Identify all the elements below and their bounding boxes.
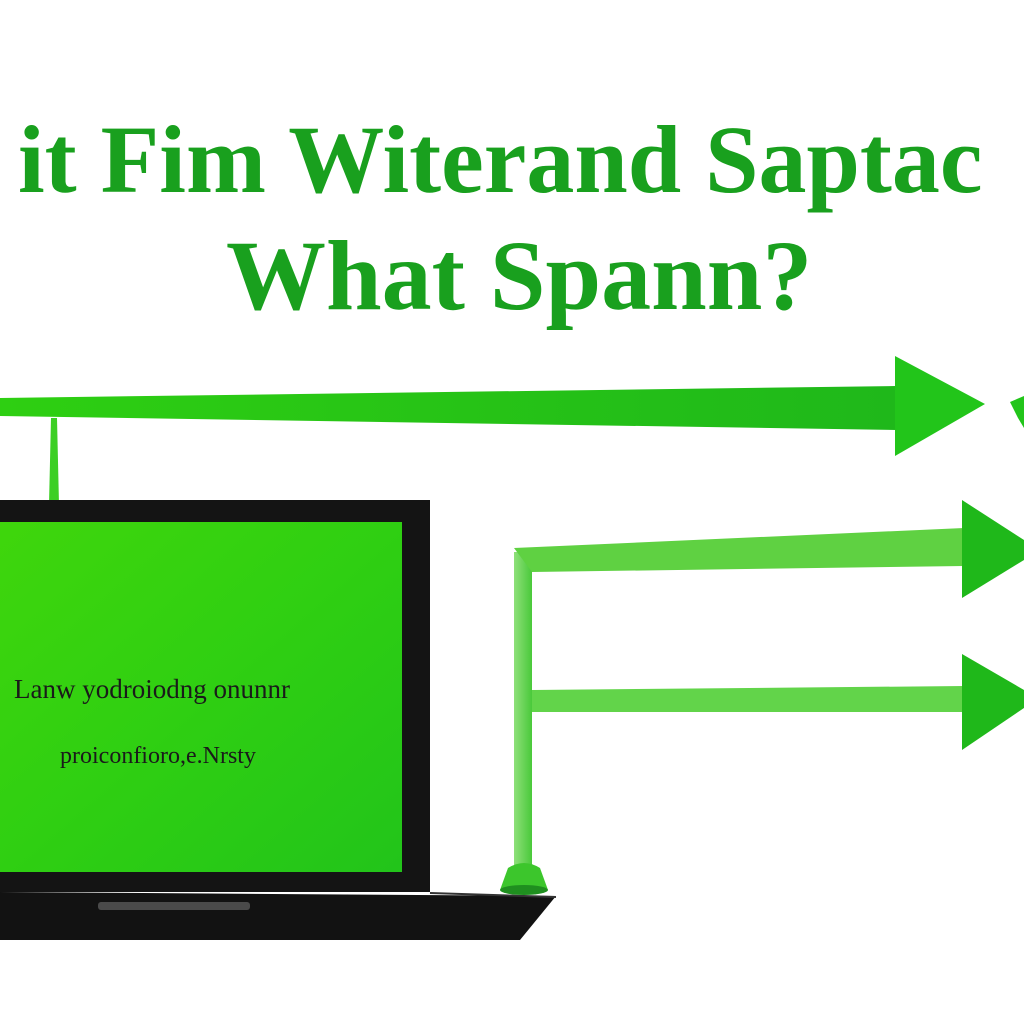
laptop-base (0, 892, 556, 940)
lower-branch-shaft (532, 686, 964, 712)
vertical-pipe (514, 552, 532, 872)
partial-arrow-icon (1010, 396, 1024, 428)
laptop-icon (0, 500, 557, 940)
title-line-2: What Spann? (226, 220, 813, 331)
branch-connector (514, 500, 1024, 872)
upper-branch-shaft (514, 528, 964, 572)
pipe-base-icon (500, 863, 548, 895)
laptop-screen (0, 522, 402, 872)
arrow-right-icon (962, 500, 1024, 598)
laptop-trackpad-slot (98, 902, 250, 910)
screen-text-line-2: proiconfioro,e.Nrsty (60, 743, 256, 769)
top-arrow (0, 356, 1024, 456)
screen-text-line-1: Lanw yodroiodng onunnr (14, 674, 290, 704)
top-arrow-shaft (0, 386, 896, 430)
arrow-right-icon (962, 654, 1024, 750)
arrow-right-icon (895, 356, 985, 456)
title-line-1: it Fim Witerand Saptac (18, 106, 983, 213)
